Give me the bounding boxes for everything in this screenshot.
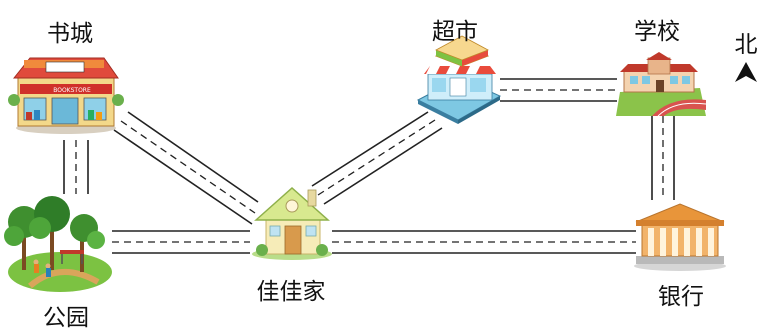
bookstore-label: 书城	[47, 21, 93, 47]
road-school-bank	[651, 116, 675, 200]
road-home-bank	[332, 230, 636, 254]
road-bookstore-park	[63, 140, 89, 194]
roads	[63, 78, 675, 254]
road-supermarket-school	[500, 78, 617, 102]
road-bookstore-home	[113, 111, 259, 225]
school-label: 学校	[634, 19, 680, 45]
supermarket-label: 超市	[432, 19, 478, 45]
bookstore-sign: BOOKSTORE	[53, 87, 91, 94]
park-label: 公园	[43, 305, 89, 331]
bank-label: 银行	[658, 284, 704, 310]
north-arrow-icon	[735, 62, 757, 82]
north-label: 北	[735, 32, 758, 58]
bank-building-icon	[634, 203, 726, 271]
home-label: 佳佳家	[257, 279, 326, 305]
road-park-home	[112, 230, 250, 254]
house-icon	[252, 186, 332, 260]
road-supermarket-home	[311, 111, 443, 205]
supermarket-sandwich-icon	[416, 35, 502, 124]
park-trees-icon	[4, 196, 112, 292]
bookstore-icon: BOOKSTORE	[8, 57, 124, 134]
school-icon	[616, 52, 707, 117]
compass: 北	[735, 32, 758, 82]
